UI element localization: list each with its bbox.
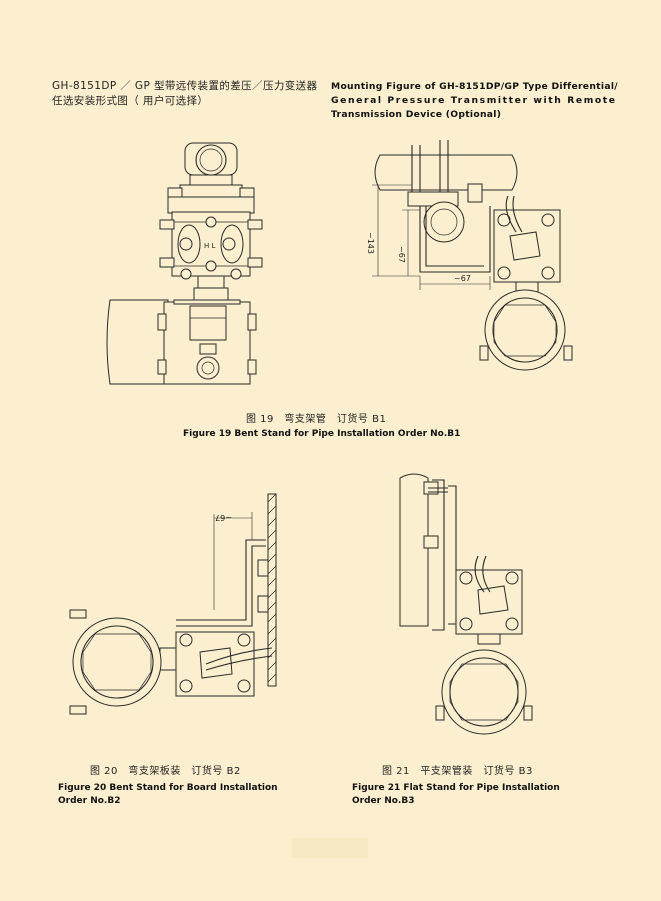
figure21-flat-pipe-installation [399,473,533,735]
figure19-caption-cn: 图 19 弯支架管 订货号 B1 [246,414,387,425]
figure20-caption-en: Figure 20 Bent Stand for Board Installat… [58,782,278,808]
figure20-caption-en-line1: Figure 20 Bent Stand for Board Installat… [58,783,278,793]
fig20-dim-67-label: ~67 [215,513,232,522]
figure19-caption-en: Figure 19 Bent Stand for Pipe Installati… [183,429,461,439]
chinese-title-line1: GH-8151DP ／ GP 型带远传装置的差压／压力变送器 [52,80,318,92]
dim-67-horizontal-label: ~67 [454,274,471,283]
figure20-board-installation: ~67 [69,493,277,715]
figure21-caption-en: Figure 21 Flat Stand for Pipe Installati… [352,782,560,808]
figure21-caption-en-line2: Order No.B3 [352,796,415,806]
dim-67-vertical-label: ~67 [397,246,406,263]
figure21-caption-en-line1: Figure 21 Flat Stand for Pipe Installati… [352,783,560,793]
english-title: Mounting Figure of GH-8151DP/GP Type Dif… [331,80,618,122]
english-title-line2: General Pressure Transmitter with Remote [331,95,617,106]
dim-143-label: ~143 [366,232,375,254]
chinese-title: GH-8151DP ／ GP 型带远传装置的差压／压力变送器 任选安装形式图（ … [52,79,317,109]
figure19-side-view: ~143 ~67 ~67 [366,140,573,371]
chinese-title-line2: 任选安装形式图（ 用户可选择） [52,95,209,107]
figure20-caption-en-line2: Order No.B2 [58,796,121,806]
figure20-caption-cn: 图 20 弯支架板装 订货号 B2 [90,766,241,777]
footer-bar [292,838,368,858]
english-title-line1: Mounting Figure of GH-8151DP/GP Type Dif… [331,81,618,92]
figure21-caption-cn: 图 21 平支架管装 订货号 B3 [382,766,533,777]
english-title-line3: Transmission Device (Optional) [331,109,502,120]
figure19-front-view: H L [106,142,263,385]
body-mark-hl: H L [204,242,215,250]
